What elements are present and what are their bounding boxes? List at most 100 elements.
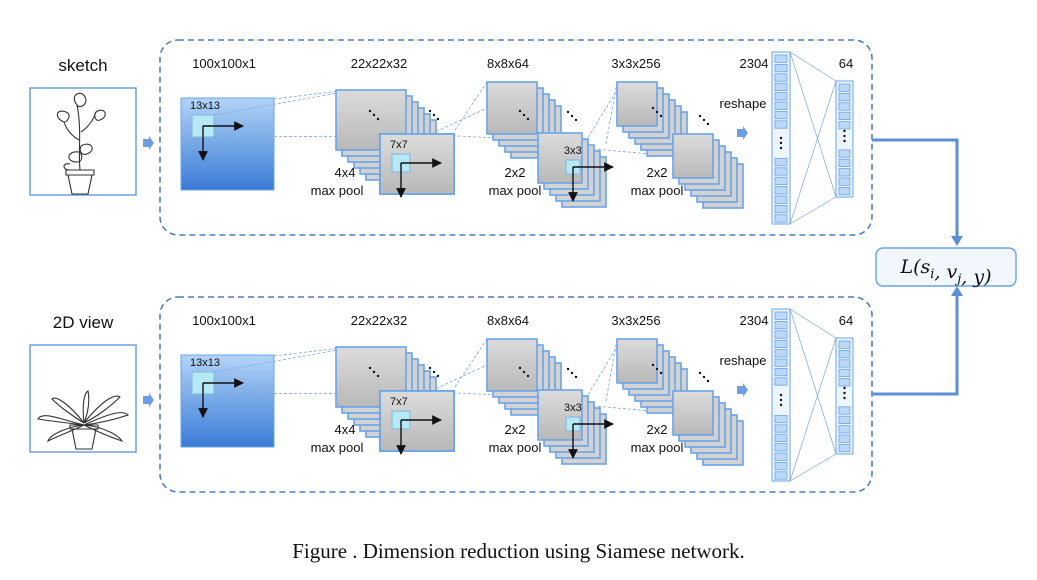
ellipsis-dot (522, 113, 526, 117)
pool-size-label: 2x2 (647, 422, 668, 437)
figure-caption: Figure . Dimension reduction using Siame… (292, 539, 745, 563)
fc-line (789, 80, 837, 225)
ellipsis-dot (566, 367, 570, 371)
ellipsis-dot (518, 366, 522, 370)
feature-stack-8x8x64-front (537, 132, 607, 208)
kernel-size-label: 7x7 (390, 396, 408, 408)
ellipsis-dot (376, 374, 380, 378)
input-layer-square (180, 97, 275, 191)
ellipsis-dot (432, 113, 436, 117)
dimension-label: 64 (839, 313, 853, 328)
loss-function-label: L(si, vj, y) (899, 256, 991, 288)
ellipsis-dot (843, 386, 846, 390)
ellipsis-dot (702, 118, 706, 122)
ellipsis-dot (368, 366, 372, 370)
ellipsis-dot (779, 398, 783, 402)
vector-cell (774, 471, 788, 480)
vector-cell (838, 186, 851, 196)
ellipsis-dot (570, 114, 574, 118)
feature-stack-3x3x256-front (672, 133, 744, 209)
pool-type-label: max pool (631, 440, 684, 455)
vector-cell (838, 368, 851, 378)
ellipsis-dot (651, 363, 655, 367)
feature-map-front (537, 132, 583, 184)
ellipsis-dot (428, 109, 432, 113)
vector-cell (774, 204, 788, 214)
connection-line (273, 90, 341, 100)
reshape-label: reshape (720, 96, 767, 111)
connection-line (213, 135, 381, 138)
vector-cell (774, 195, 788, 204)
ellipsis-dot (428, 366, 432, 370)
vector-cell (774, 101, 788, 110)
plant-view-icon (37, 390, 130, 450)
dimension-label: 3x3x256 (611, 313, 660, 328)
kernel-size-label: 3x3 (564, 145, 582, 157)
ellipsis-dot (779, 141, 783, 145)
conv-kernel-3: 3x3 (564, 145, 614, 202)
connection-line (273, 347, 341, 357)
vector-cell (838, 121, 851, 130)
ellipsis-dot (698, 114, 702, 118)
vector-cell (774, 320, 788, 330)
kernel-size-label: 13x13 (190, 357, 220, 369)
dimension-label: 100x100x1 (192, 313, 256, 328)
pool-size-label: 2x2 (505, 165, 526, 180)
vector-cell (774, 311, 788, 320)
pool-size-label: 2x2 (505, 422, 526, 437)
ellipsis-dot (368, 109, 372, 113)
plant-sketch-icon (56, 92, 106, 195)
vector-cell (774, 176, 788, 185)
vector-cell (838, 406, 851, 415)
feature-stack-22x22x32-front (379, 390, 455, 452)
vector-cell (838, 378, 851, 387)
ellipsis-dot (372, 370, 376, 374)
ellipsis-dot (706, 379, 710, 383)
feature-stack-8x8x64 (486, 338, 562, 416)
vector-cell (838, 158, 851, 167)
vector-cell (774, 452, 788, 461)
kernel-size-label: 7x7 (390, 139, 408, 151)
ellipsis-dot (651, 106, 655, 110)
connection-line (213, 392, 381, 395)
feature-map-front (486, 81, 538, 135)
vector-cell (838, 149, 851, 158)
pool-type-label: max pool (311, 440, 364, 455)
ellipsis-dot (566, 110, 570, 114)
ellipsis-dot (376, 117, 380, 121)
vector-cell (774, 433, 788, 443)
feature-map-front (672, 133, 714, 179)
vector-cell (838, 425, 851, 434)
ellipsis-dot (659, 371, 663, 375)
fc-line (789, 308, 837, 339)
fc-line (789, 453, 837, 482)
vector-cell (838, 93, 851, 102)
ellipsis-dot (843, 129, 846, 133)
pool-type-label: max pool (311, 183, 364, 198)
vector-cell (774, 358, 788, 367)
vector-64 (835, 80, 854, 198)
ellipsis-dot (436, 374, 440, 378)
vector-cell (774, 330, 788, 339)
ellipsis-dot (698, 371, 702, 375)
vector-cell (774, 461, 788, 471)
pool-type-label: max pool (489, 183, 542, 198)
dimension-label: 64 (839, 56, 853, 71)
ellipsis-dot (779, 136, 783, 140)
pool-size-label: 2x2 (647, 165, 668, 180)
dimension-label: 8x8x64 (487, 56, 529, 71)
vector-cell (838, 415, 851, 425)
vector-cell (774, 214, 788, 223)
dimension-label: 3x3x256 (611, 56, 660, 71)
connection-line (213, 349, 339, 373)
vector-cell (774, 339, 788, 349)
input-title: sketch (58, 56, 107, 75)
ellipsis-dot (526, 374, 530, 378)
vector-cell (774, 64, 788, 73)
ellipsis-dot (522, 370, 526, 374)
connection-line (582, 89, 618, 147)
pool-size-label: 4x4 (335, 422, 356, 437)
connection-line (213, 92, 339, 116)
